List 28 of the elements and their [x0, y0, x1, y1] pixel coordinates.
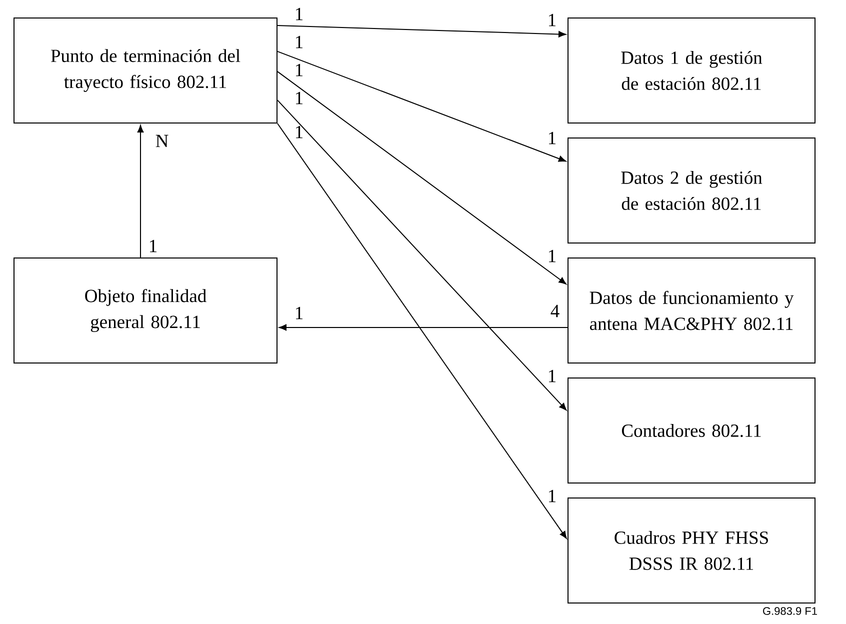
- multiplicity-label: 4: [550, 304, 560, 318]
- multiplicity-label: 1: [549, 132, 556, 144]
- multiplicity-label: 1: [296, 92, 303, 104]
- multiplicity-label: 1: [549, 370, 556, 382]
- multiplicity-label: 1: [150, 240, 157, 252]
- multiplicity-label: 1: [549, 250, 556, 262]
- entity-box: Datos de funcionamiento y antena MAC&PHY 802.11: [568, 258, 816, 364]
- multiplicity-label: 1: [296, 306, 303, 320]
- arrow: [277, 25, 566, 38]
- arrow: [277, 123, 567, 539]
- entity-box: Punto de terminación del trayecto físico 802.11: [14, 18, 278, 124]
- entity-box: Datos 1 de gestión de estación 802.11: [568, 18, 816, 124]
- multiplicity-label: N: [156, 134, 168, 148]
- multiplicity-label: 1: [296, 126, 303, 138]
- arrow: [277, 100, 567, 410]
- multiplicity-label: 1: [549, 490, 556, 502]
- arrow: [279, 324, 568, 331]
- entity-box: Objeto finalidad general 802.11: [14, 258, 278, 364]
- arrow: [277, 50, 566, 162]
- multiplicity-label: 1: [296, 64, 303, 76]
- arrow: [137, 125, 144, 258]
- arrow: [277, 71, 566, 284]
- entity-box: Cuadros PHY FHSS DSSS IR 802.11: [568, 498, 816, 604]
- multiplicity-label: 1: [296, 36, 303, 48]
- multiplicity-label: 1: [296, 8, 303, 20]
- entity-box: Datos 2 de gestión de estación 802.11: [568, 138, 816, 244]
- multiplicity-label: 1: [549, 14, 556, 26]
- entity-box: Contadores 802.11: [568, 378, 816, 484]
